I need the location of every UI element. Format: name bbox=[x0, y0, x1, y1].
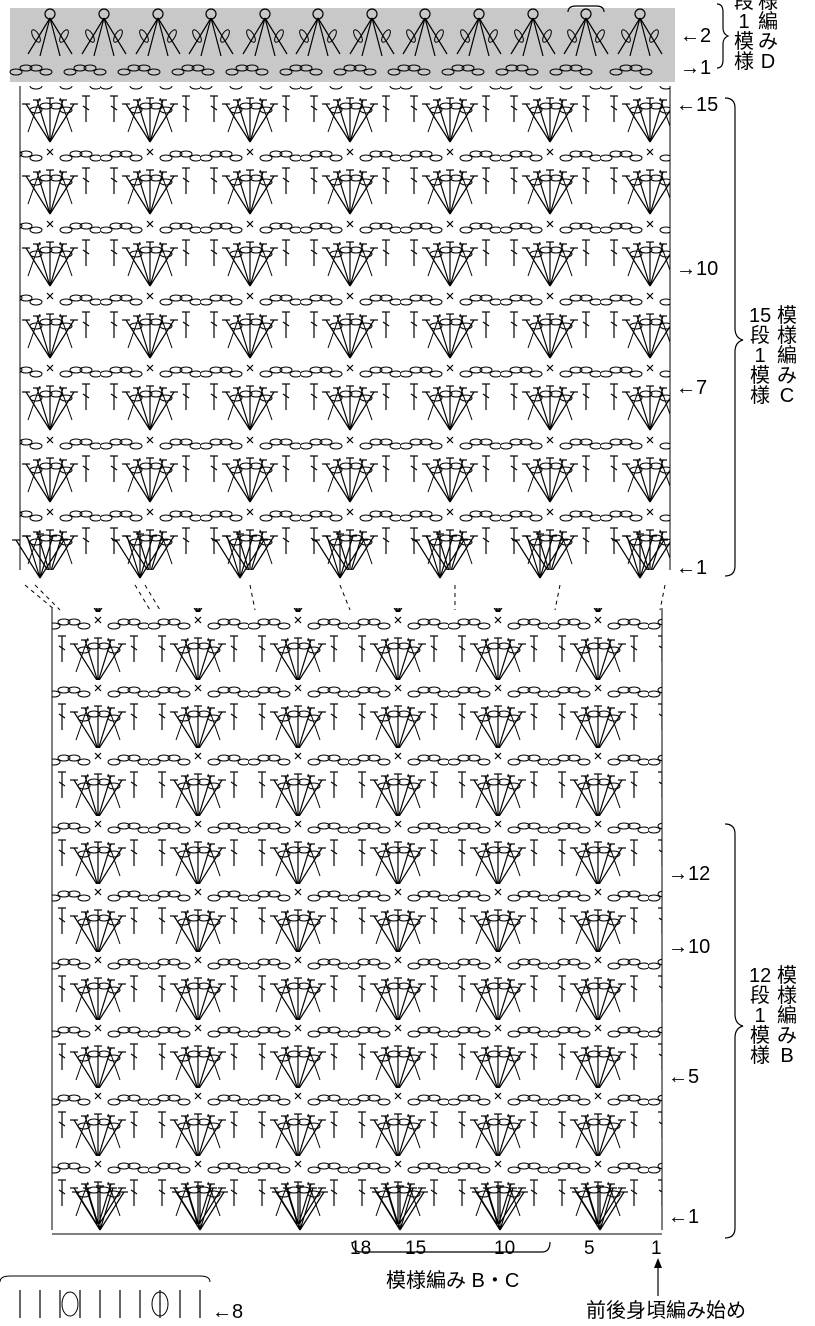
row-label-b-1: ←1 bbox=[668, 1207, 699, 1227]
row-label-b-12: →12 bbox=[668, 864, 710, 884]
brace-bottom bbox=[352, 1242, 550, 1252]
row-label-c-1: ←1 bbox=[676, 558, 707, 578]
row-label-b-5: ←5 bbox=[668, 1067, 699, 1087]
brace-b bbox=[725, 824, 743, 1238]
row-label-c-15: ←15 bbox=[676, 95, 718, 115]
row-label-c-7: ←7 bbox=[676, 378, 707, 398]
pattern-b-body bbox=[52, 608, 662, 1228]
stitch-number-1: 1 bbox=[651, 1238, 662, 1260]
brace-d bbox=[717, 4, 728, 68]
side-swatch bbox=[0, 1276, 210, 1318]
row-label-b-10: →10 bbox=[668, 937, 710, 957]
row-label-d-1: →1 bbox=[680, 58, 711, 78]
stitch-number-18: 18 bbox=[350, 1238, 371, 1260]
pattern-bc-caption: 模様編み B・C bbox=[386, 1271, 519, 1291]
connector-dashes bbox=[25, 585, 665, 610]
side-row-label-8: ←8 bbox=[212, 1302, 243, 1322]
pattern-c-body bbox=[20, 86, 670, 570]
stitch-number-5: 5 bbox=[584, 1238, 595, 1260]
stitch-number-10: 10 bbox=[494, 1238, 515, 1260]
row-label-c-10: →10 bbox=[676, 259, 718, 279]
row-label-d-2: ←2 bbox=[680, 26, 711, 46]
start-caption: 前後身頃編み始め bbox=[586, 1301, 746, 1321]
stitch-number-15: 15 bbox=[405, 1238, 426, 1260]
brace-c bbox=[725, 98, 743, 576]
